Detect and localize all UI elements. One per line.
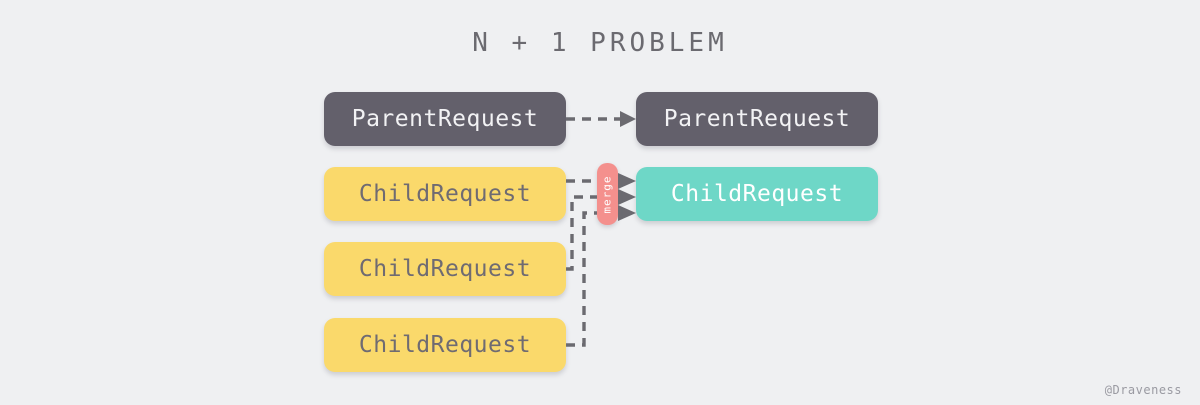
node-left-child-request-2[interactable]: ChildRequest [324,242,566,296]
edge-child3-to-merge [566,211,598,347]
node-left-child-request-3[interactable]: ChildRequest [324,318,566,372]
arrowhead-parent [620,111,636,127]
node-right-child-request[interactable]: ChildRequest [636,167,878,221]
node-left-child-request-1[interactable]: ChildRequest [324,167,566,221]
node-label: ParentRequest [351,106,539,132]
arrowhead-merge-a [618,173,636,189]
edge-child2-to-merge [566,195,598,271]
watermark: @Draveness [1104,383,1182,397]
page-title: N + 1 PROBLEM [472,28,728,58]
merge-badge[interactable]: merge [597,163,618,225]
node-label: ChildRequest [358,332,532,358]
arrowhead-merge-b [618,189,636,205]
node-label: ChildRequest [358,181,532,207]
node-label: ParentRequest [663,106,851,132]
merge-label: merge [601,174,614,214]
node-right-parent-request[interactable]: ParentRequest [636,92,878,146]
node-label: ChildRequest [358,256,532,282]
arrowhead-merge-c [618,205,636,221]
node-left-parent-request[interactable]: ParentRequest [324,92,566,146]
node-label: ChildRequest [670,181,844,207]
